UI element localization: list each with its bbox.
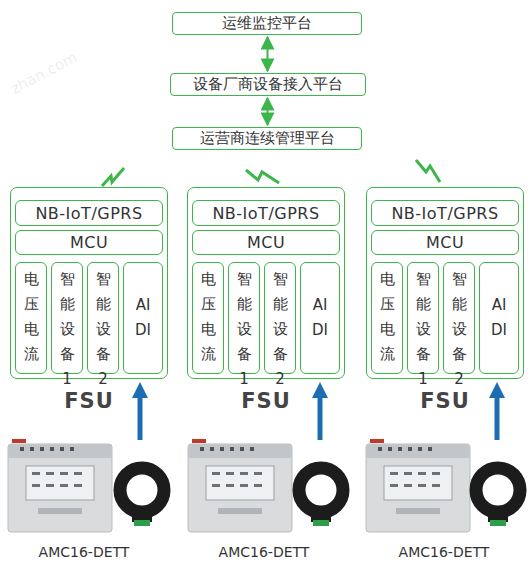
box-label: MCU — [426, 233, 464, 252]
box-label: 电压电流 — [377, 267, 397, 367]
unit-label: FSU — [188, 389, 344, 413]
port-column: AI DI — [300, 262, 340, 374]
ct-clamp — [299, 468, 343, 526]
link-arrow — [267, 98, 269, 125]
link-arrow — [267, 37, 269, 71]
port-column: 电压电流 — [371, 262, 403, 374]
box-label: 智能设备1 — [57, 267, 77, 392]
meter-device — [188, 439, 292, 532]
product-model: AMC16-DETT — [39, 544, 130, 560]
ct-clamp — [120, 468, 164, 526]
platform-box: 设备厂商设备接入平台 — [170, 73, 366, 96]
box-label: MCU — [70, 233, 108, 252]
port-column: 电压电流 — [15, 262, 47, 374]
box-label: 智能设备2 — [270, 267, 290, 392]
device-group — [188, 390, 343, 532]
bolt-pad — [104, 172, 108, 178]
box-label: AI DI — [310, 293, 330, 343]
module-bar: NB-IoT/GPRS — [192, 200, 340, 226]
box-label: 设备厂商设备接入平台 — [193, 75, 343, 94]
lightning-bolt — [102, 168, 124, 186]
box-label: 电压电流 — [198, 267, 218, 367]
module-bar: MCU — [192, 230, 340, 255]
meter-device — [366, 439, 470, 532]
unit-label: FSU — [367, 389, 523, 413]
port-column: AI DI — [479, 262, 519, 374]
wireless-bolts — [102, 160, 440, 186]
box-label: 电压电流 — [21, 267, 41, 367]
signal-arrow — [138, 390, 143, 440]
signal-arrow — [318, 390, 323, 440]
box-label: AI DI — [133, 293, 153, 343]
box-label: NB-IoT/GPRS — [35, 204, 142, 223]
port-column: 智能设备2 — [87, 262, 119, 374]
module-bar: NB-IoT/GPRS — [371, 200, 519, 226]
port-column: 智能设备1 — [228, 262, 260, 374]
port-column: 智能设备2 — [443, 262, 475, 374]
box-label: MCU — [247, 233, 285, 252]
ct-clamp — [476, 468, 520, 526]
box-label: AI DI — [489, 293, 509, 343]
box-label: 运维监控平台 — [222, 14, 312, 33]
port-column: 电压电流 — [192, 262, 224, 374]
lightning-bolt — [246, 170, 279, 183]
port-column: AI DI — [123, 262, 163, 374]
fsu-unit: FSUNB-IoT/GPRSMCU电压电流智能设备1智能设备2AI DI — [366, 187, 524, 379]
fsu-unit: FSUNB-IoT/GPRSMCU电压电流智能设备1智能设备2AI DI — [187, 187, 345, 379]
box-label: NB-IoT/GPRS — [212, 204, 319, 223]
box-label: NB-IoT/GPRS — [391, 204, 498, 223]
lightning-bolt — [416, 160, 440, 182]
meter-device — [8, 439, 112, 532]
unit-label: FSU — [11, 389, 167, 413]
port-column: 智能设备1 — [51, 262, 83, 374]
signal-arrow — [495, 390, 500, 440]
port-column: 智能设备2 — [264, 262, 296, 374]
box-label: 智能设备1 — [413, 267, 433, 392]
product-model: AMC16-DETT — [219, 544, 310, 560]
box-label: 智能设备2 — [449, 267, 469, 392]
watermark: zhan.com — [8, 48, 81, 98]
platform-box: 运维监控平台 — [172, 12, 362, 35]
product-model: AMC16-DETT — [399, 544, 490, 560]
module-bar: MCU — [371, 230, 519, 255]
platform-box: 运营商连续管理平台 — [172, 127, 362, 150]
module-bar: NB-IoT/GPRS — [15, 200, 163, 226]
module-bar: MCU — [15, 230, 163, 255]
box-label: 智能设备2 — [93, 267, 113, 392]
port-column: 智能设备1 — [407, 262, 439, 374]
box-label: 智能设备1 — [234, 267, 254, 392]
box-label: 运营商连续管理平台 — [200, 129, 335, 148]
fsu-unit: FSUNB-IoT/GPRSMCU电压电流智能设备1智能设备2AI DI — [10, 187, 168, 379]
